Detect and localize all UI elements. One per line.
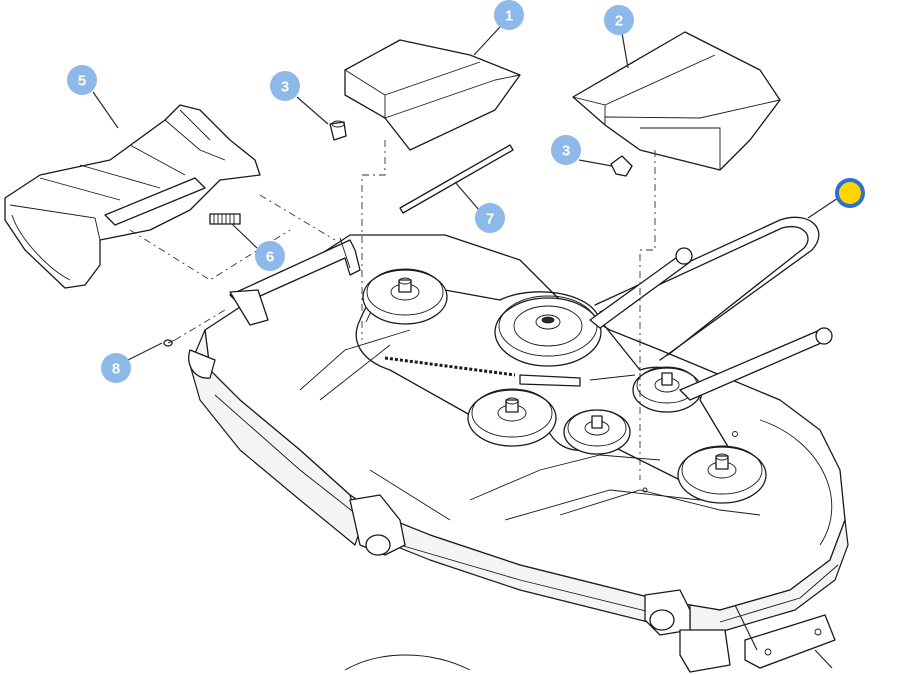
highlight-marker[interactable] <box>835 178 865 208</box>
pulley-left-top <box>362 268 448 325</box>
guard-bottom-right <box>744 614 836 669</box>
callout-5[interactable]: 5 <box>67 65 97 95</box>
callout-8[interactable]: 8 <box>101 353 131 383</box>
tire-outline <box>344 654 471 671</box>
belt-cover-left <box>344 39 521 151</box>
pulley-center-large <box>494 295 602 367</box>
callout-6[interactable]: 6 <box>255 241 285 271</box>
callout-7-label: 7 <box>486 211 494 228</box>
callout-1[interactable]: 1 <box>494 0 524 30</box>
belt-cover-right <box>572 31 781 171</box>
discharge-chute <box>4 104 261 289</box>
chain <box>384 356 516 377</box>
callout-7[interactable]: 7 <box>475 203 505 233</box>
callout-6-label: 6 <box>266 249 274 266</box>
callout-8-label: 8 <box>112 361 120 378</box>
pulley-left-bottom <box>467 388 557 447</box>
callout-3-left-label: 3 <box>281 79 289 96</box>
pulley-idler-center <box>563 409 631 455</box>
callout-3-right-label: 3 <box>562 143 570 160</box>
leader-lines <box>92 26 839 669</box>
hinge-rod <box>229 144 514 326</box>
callout-3-right[interactable]: 3 <box>551 135 581 165</box>
knob-right <box>610 155 633 177</box>
callout-2[interactable]: 2 <box>604 5 634 35</box>
knob-left <box>329 120 347 141</box>
callout-3-left[interactable]: 3 <box>270 71 300 101</box>
callout-5-label: 5 <box>78 73 86 90</box>
callout-2-label: 2 <box>615 13 623 30</box>
front-brackets <box>188 349 731 673</box>
pin <box>163 339 176 347</box>
spring-clip <box>209 213 241 225</box>
callout-1-label: 1 <box>505 8 513 25</box>
pulley-right <box>677 445 767 504</box>
